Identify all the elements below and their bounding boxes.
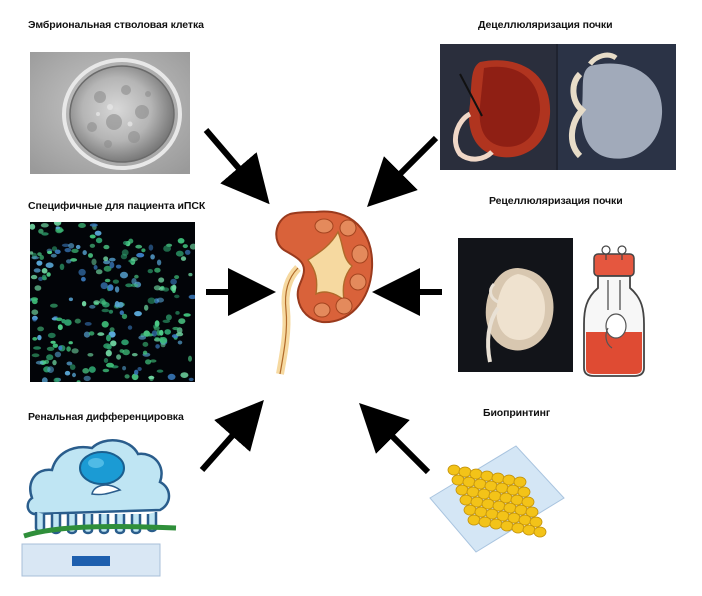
embryonic-stem-cell-image xyxy=(30,52,190,174)
label-renal-differentiation: Ренальная дифференцировка xyxy=(28,411,184,423)
recellularization-image xyxy=(458,238,573,372)
kidney-icon xyxy=(264,206,384,378)
label-decellularization: Децеллюляризация почки xyxy=(478,19,613,31)
decellularization-image xyxy=(440,44,676,170)
label-patient-ipsc: Специфичные для пациента иПСК xyxy=(28,200,206,212)
label-bioprinting: Биопринтинг xyxy=(483,407,551,419)
bioprinting-illustration xyxy=(420,440,570,560)
bioreactor-illustration xyxy=(578,240,650,380)
label-embryonic-stem-cell: Эмбриональная стволовая клетка xyxy=(28,19,204,31)
renal-differentiation-illustration xyxy=(20,432,180,580)
label-recellularization: Рецеллюляризация почки xyxy=(489,195,623,207)
patient-ipsc-image xyxy=(30,222,195,382)
